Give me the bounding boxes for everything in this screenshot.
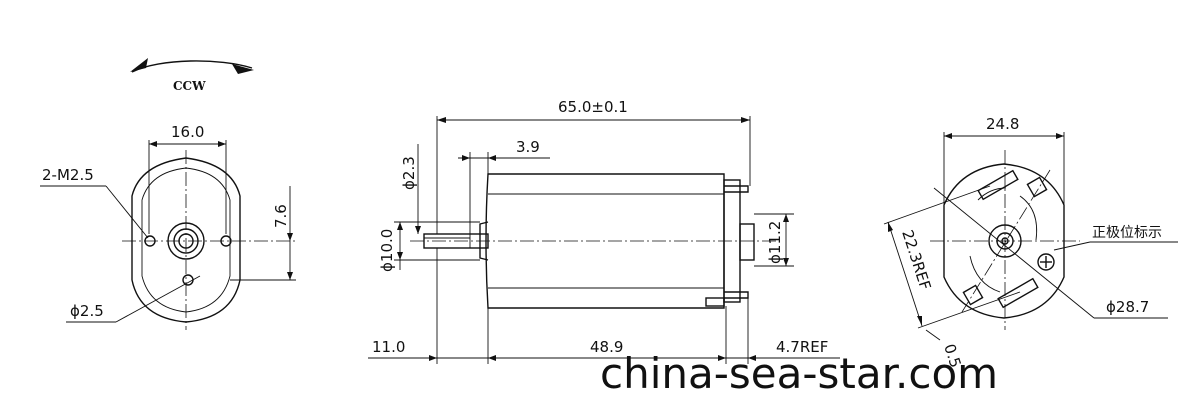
- hole-leader: [115, 275, 201, 323]
- rear-housing: [943, 163, 1065, 319]
- terminal-arrow: [748, 355, 756, 361]
- height-dim-label: 7.6: [272, 204, 290, 228]
- rear-width-arrow-right: [1056, 133, 1064, 139]
- plus-terminal: [1037, 253, 1055, 271]
- polarity-label: 正极位标示: [1092, 225, 1162, 241]
- brush-bottom: [997, 277, 1039, 309]
- width-arrow-right: [218, 141, 226, 147]
- terminal-tab: [705, 297, 725, 307]
- flat-arrow-right: [488, 155, 496, 161]
- brush-top: [977, 169, 1019, 201]
- dia11-dim-label: ϕ11.2: [766, 221, 784, 264]
- rotation-arrowhead-left: [130, 58, 148, 72]
- height-arrow-top: [287, 233, 293, 241]
- shaft-top-arrow: [415, 226, 421, 234]
- diag-arrow-bottom: [917, 316, 922, 326]
- body-len-label: 48.9: [590, 338, 623, 356]
- terminal-len-label: 4.7REF: [776, 338, 828, 356]
- flat-dim-label: 3.9: [516, 138, 540, 156]
- bodylen-arrow-right: [718, 355, 726, 361]
- rear-arc-bottom: [969, 255, 1001, 293]
- length-dim-label: 65.0±0.1: [558, 98, 628, 116]
- motor-body: [485, 173, 725, 309]
- screw-label: 2-M2.5: [42, 166, 94, 184]
- dia10-arrow-top: [397, 222, 403, 230]
- dia11-arrow-top: [783, 214, 789, 222]
- hole-dim-label: ϕ2.5: [70, 302, 104, 320]
- length-arrow-right: [741, 117, 750, 123]
- diag-arrow-top: [888, 222, 893, 232]
- diag-dim-line: [887, 221, 923, 327]
- flat-arrow-left: [462, 155, 470, 161]
- rotation-indicator: CCW: [130, 58, 254, 93]
- front-housing-inner: [141, 167, 231, 313]
- shaftlen-arrow: [429, 355, 437, 361]
- terminal-block-bottom: [962, 284, 984, 306]
- shaft-top-dim-label: ϕ2.3: [400, 156, 418, 190]
- rear-centerline-diag: [961, 169, 1051, 313]
- dia10-arrow-bottom: [397, 252, 403, 260]
- dia11-arrow-bottom: [783, 258, 789, 266]
- terminal-block-top: [1026, 176, 1048, 198]
- bodylen-arrow-left: [488, 355, 496, 361]
- side-view: 65.0±0.1 3.9 ϕ2.3 ϕ10.0 ϕ11.2: [368, 98, 840, 364]
- diameter-dim-label: ϕ28.7: [1106, 298, 1149, 316]
- diag-dim-label: 22.3REF: [898, 228, 934, 292]
- small-dim-leader: [925, 329, 941, 341]
- watermark: china-sea-star.com: [600, 349, 998, 398]
- rear-arc-right: [1019, 195, 1038, 241]
- terminal-bottom: [724, 291, 749, 299]
- width-arrow-left: [149, 141, 157, 147]
- diameter-leader: [933, 187, 1095, 319]
- width-dim-label: 16.0: [171, 123, 204, 141]
- vent-hole: [182, 274, 194, 286]
- front-view: 16.0 2-M2.5 7.6 ϕ2.5: [40, 123, 296, 330]
- shaft-len-label: 11.0: [372, 338, 405, 356]
- diag-ext-top: [883, 185, 991, 225]
- length-arrow-left: [437, 117, 446, 123]
- height-arrow-bottom: [287, 272, 293, 280]
- polarity-leader: [1053, 241, 1091, 251]
- diag-ext-bottom: [917, 291, 1021, 329]
- rotation-arrowhead-right: [232, 64, 254, 74]
- dia10-dim-label: ϕ10.0: [378, 229, 396, 272]
- screw-leader: [105, 185, 149, 239]
- terminal-top: [724, 185, 749, 193]
- rotation-label: CCW: [173, 79, 206, 93]
- rear-boss: [739, 223, 755, 261]
- rear-width-dim-label: 24.8: [986, 115, 1019, 133]
- rear-view: 24.8 正极位标示 22.3REF ϕ28.7 0.5: [883, 115, 1178, 370]
- rear-width-arrow-left: [944, 133, 952, 139]
